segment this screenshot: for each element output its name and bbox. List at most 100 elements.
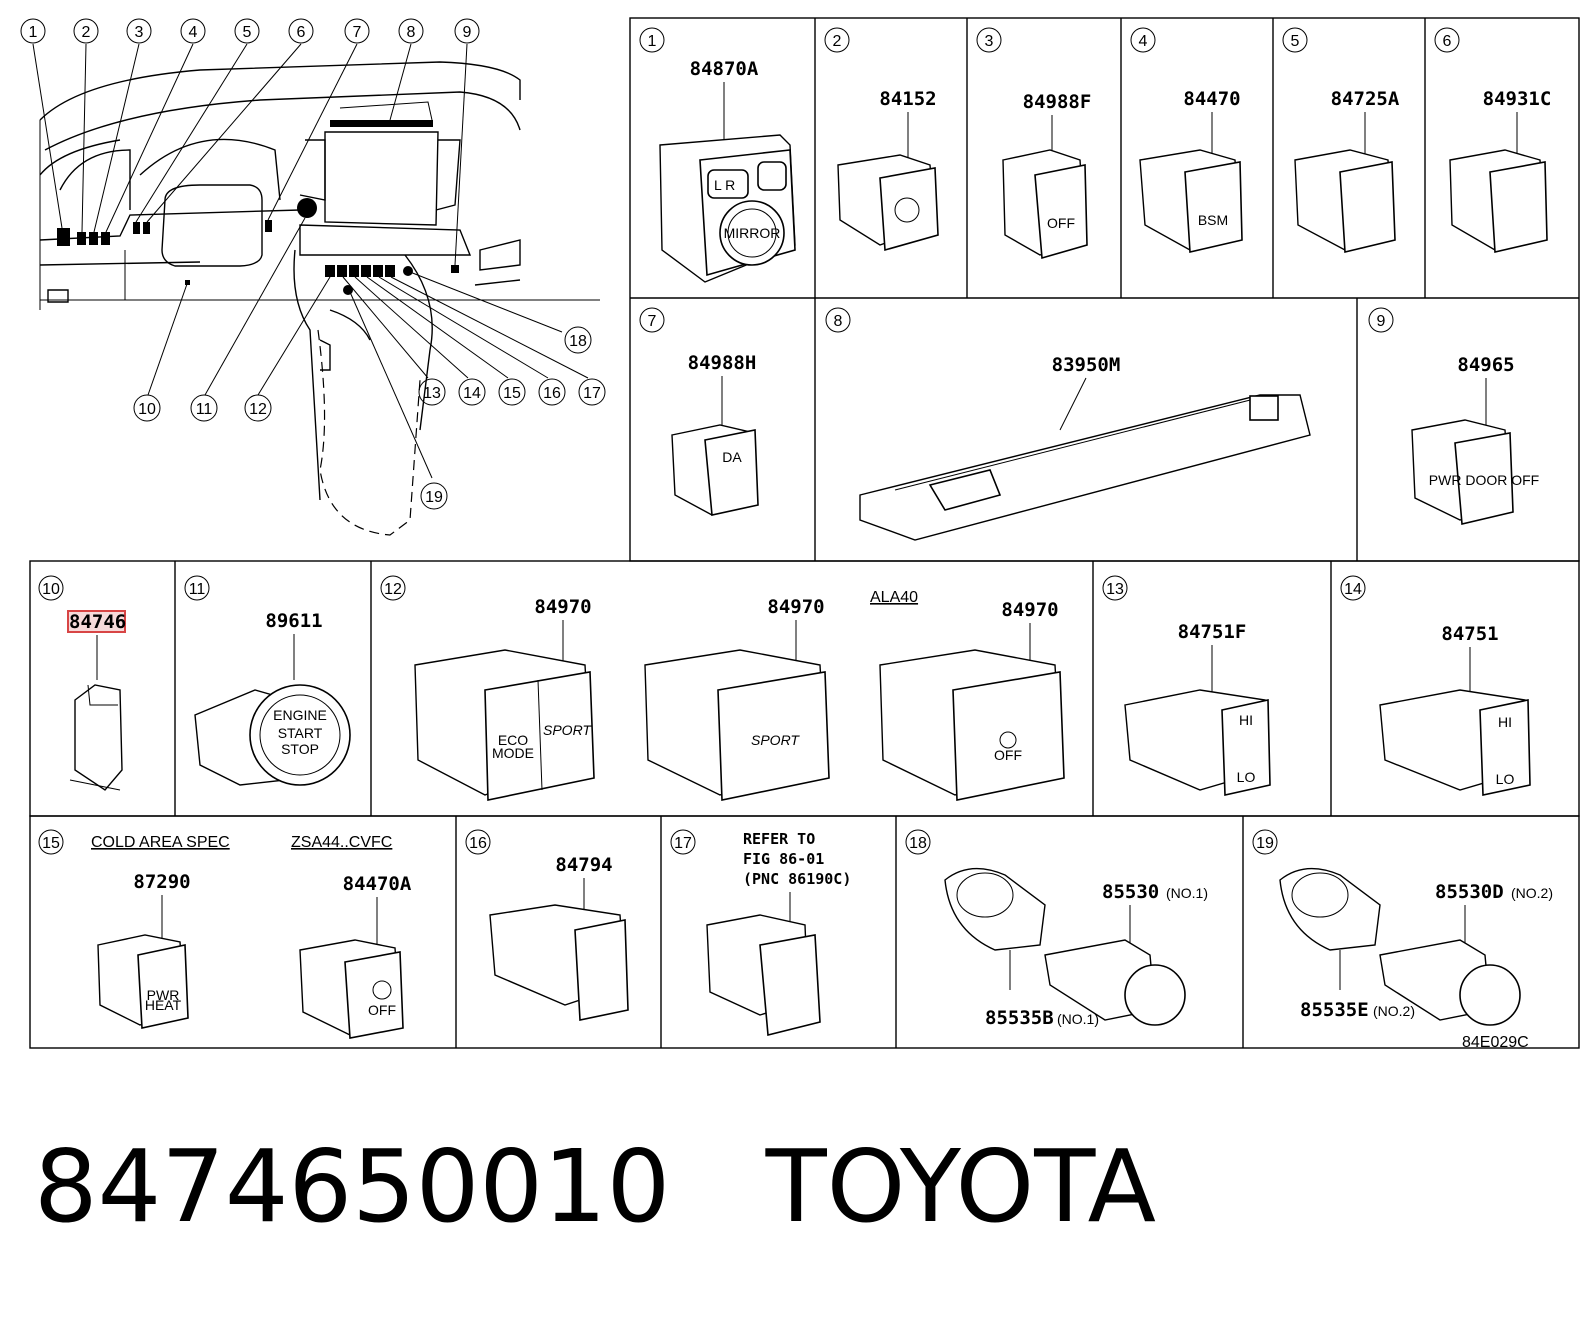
callout-5: 5: [234, 18, 260, 44]
svg-text:HI: HI: [1498, 714, 1512, 730]
svg-text:HEAT: HEAT: [145, 997, 182, 1013]
svg-text:OFF: OFF: [368, 1002, 396, 1018]
svg-text:15: 15: [503, 385, 521, 402]
svg-text:10: 10: [42, 581, 60, 598]
part-number-85530D[interactable]: 85530D: [1435, 881, 1504, 903]
callout-18: 18: [564, 326, 592, 354]
svg-text:3: 3: [135, 24, 144, 41]
part-number-84794[interactable]: 84794: [555, 854, 612, 876]
cell-5: 5 84725A: [1282, 27, 1400, 254]
svg-text:(NO.2): (NO.2): [1511, 885, 1553, 901]
svg-text:ENGINE: ENGINE: [273, 707, 327, 723]
svg-text:6: 6: [297, 24, 306, 41]
svg-text:4: 4: [189, 24, 198, 41]
svg-text:FIG 86-01: FIG 86-01: [743, 850, 824, 868]
parts-grid: [29, 17, 1580, 1049]
svg-text:5: 5: [1291, 33, 1300, 50]
svg-text:16: 16: [469, 835, 487, 852]
svg-text:MIRROR: MIRROR: [724, 225, 781, 241]
cell-4: 4 84470 BSM: [1130, 27, 1243, 253]
svg-text:HI: HI: [1239, 712, 1253, 728]
svg-text:17: 17: [583, 385, 601, 402]
svg-text:14: 14: [463, 385, 481, 402]
part-number-title: 8474650010 TOYOTA: [34, 1128, 1156, 1245]
svg-text:STOP: STOP: [281, 741, 319, 757]
part-number-84725A[interactable]: 84725A: [1331, 88, 1400, 110]
part-number-85530[interactable]: 85530: [1102, 881, 1159, 903]
part-number-85535E[interactable]: 85535E: [1300, 999, 1369, 1021]
cell-15: 15 COLD AREA SPEC ZSA44..CVFC 87290 PWR …: [38, 829, 412, 1039]
part-number-84746[interactable]: 84746: [69, 611, 126, 633]
cell-16: 16 84794: [465, 829, 629, 1021]
callout-4: 4: [180, 18, 206, 44]
part-number-84152[interactable]: 84152: [879, 88, 936, 110]
part-number-84988H[interactable]: 84988H: [688, 352, 757, 374]
cell-8: 8 83950M: [825, 307, 1311, 541]
part-number-84470A[interactable]: 84470A: [343, 873, 412, 895]
callout-3: 3: [126, 18, 152, 44]
svg-text:START: START: [278, 725, 323, 741]
svg-text:19: 19: [1256, 835, 1274, 852]
callout-11: 11: [190, 394, 218, 422]
svg-text:(NO.1): (NO.1): [1057, 1011, 1099, 1027]
callout-10: 10: [133, 394, 161, 422]
svg-text:18: 18: [909, 835, 927, 852]
cell-2: 2 84152: [824, 27, 939, 252]
part-number-84970-a[interactable]: 84970: [534, 596, 591, 618]
cell-9: 9 84965 PWR DOOR OFF: [1368, 307, 1539, 525]
svg-text:12: 12: [249, 401, 267, 418]
reference-note: REFER TO: [743, 830, 815, 848]
callout-16: 16: [538, 378, 566, 406]
cell-19: 19 85530D (NO.2) 85535E (NO.2): [1252, 829, 1553, 1026]
callout-19: 19: [420, 482, 448, 510]
callout-12: 12: [244, 394, 272, 422]
svg-text:5: 5: [243, 24, 252, 41]
svg-text:7: 7: [353, 24, 362, 41]
svg-text:OFF: OFF: [994, 747, 1022, 763]
note-cold-area-spec: COLD AREA SPEC: [91, 834, 230, 851]
part-number-85535B[interactable]: 85535B: [985, 1007, 1054, 1029]
svg-text:1: 1: [29, 24, 38, 41]
part-number-84870A[interactable]: 84870A: [690, 58, 759, 80]
part-number-89611[interactable]: 89611: [265, 610, 322, 632]
svg-text:10: 10: [138, 401, 156, 418]
part-number-84970-b[interactable]: 84970: [767, 596, 824, 618]
svg-text:9: 9: [1377, 313, 1386, 330]
part-number-84751[interactable]: 84751: [1441, 623, 1498, 645]
svg-text:13: 13: [423, 385, 441, 402]
part-number-84931C[interactable]: 84931C: [1483, 88, 1552, 110]
callout-14: 14: [458, 378, 486, 406]
part-number-84751F[interactable]: 84751F: [1178, 621, 1247, 643]
svg-text:2: 2: [82, 24, 91, 41]
callout-13: 13: [418, 378, 446, 406]
cell-14: 14 84751 HI LO: [1340, 575, 1531, 796]
callout-8: 8: [398, 18, 424, 44]
part-number-84988F[interactable]: 84988F: [1023, 91, 1092, 113]
part-number-84970-c[interactable]: 84970: [1001, 599, 1058, 621]
svg-text:8: 8: [834, 313, 843, 330]
callout-1: 1: [20, 18, 46, 44]
cell-10: 10 84746: [38, 575, 126, 791]
svg-text:ECO: ECO: [498, 732, 528, 748]
svg-text:4: 4: [1139, 33, 1148, 50]
cell-3: 3 84988F OFF: [976, 27, 1092, 260]
svg-text:LO: LO: [1496, 771, 1515, 787]
svg-text:(NO.1): (NO.1): [1166, 885, 1208, 901]
svg-text:19: 19: [425, 489, 443, 506]
part-number-84470[interactable]: 84470: [1183, 88, 1240, 110]
dashboard-overview: 1 2 3 4 5 6 7 8 9 10 11 12 13 14 15 16 1…: [20, 18, 606, 536]
svg-text:11: 11: [189, 581, 206, 598]
svg-text:9: 9: [463, 24, 472, 41]
part-number-87290[interactable]: 87290: [133, 871, 190, 893]
svg-text:18: 18: [569, 333, 587, 350]
highlight-box: [67, 610, 126, 633]
svg-text:OFF: OFF: [1047, 215, 1075, 231]
svg-text:13: 13: [1106, 581, 1124, 598]
cell-6: 6 84931C: [1434, 27, 1552, 253]
callout-2: 2: [73, 18, 99, 44]
cell-1: 1 84870A L R MIRROR: [639, 27, 796, 283]
part-number-83950M[interactable]: 83950M: [1052, 354, 1121, 376]
svg-text:MODE: MODE: [492, 745, 534, 761]
part-number-84965[interactable]: 84965: [1457, 354, 1514, 376]
svg-text:DA: DA: [722, 449, 742, 465]
